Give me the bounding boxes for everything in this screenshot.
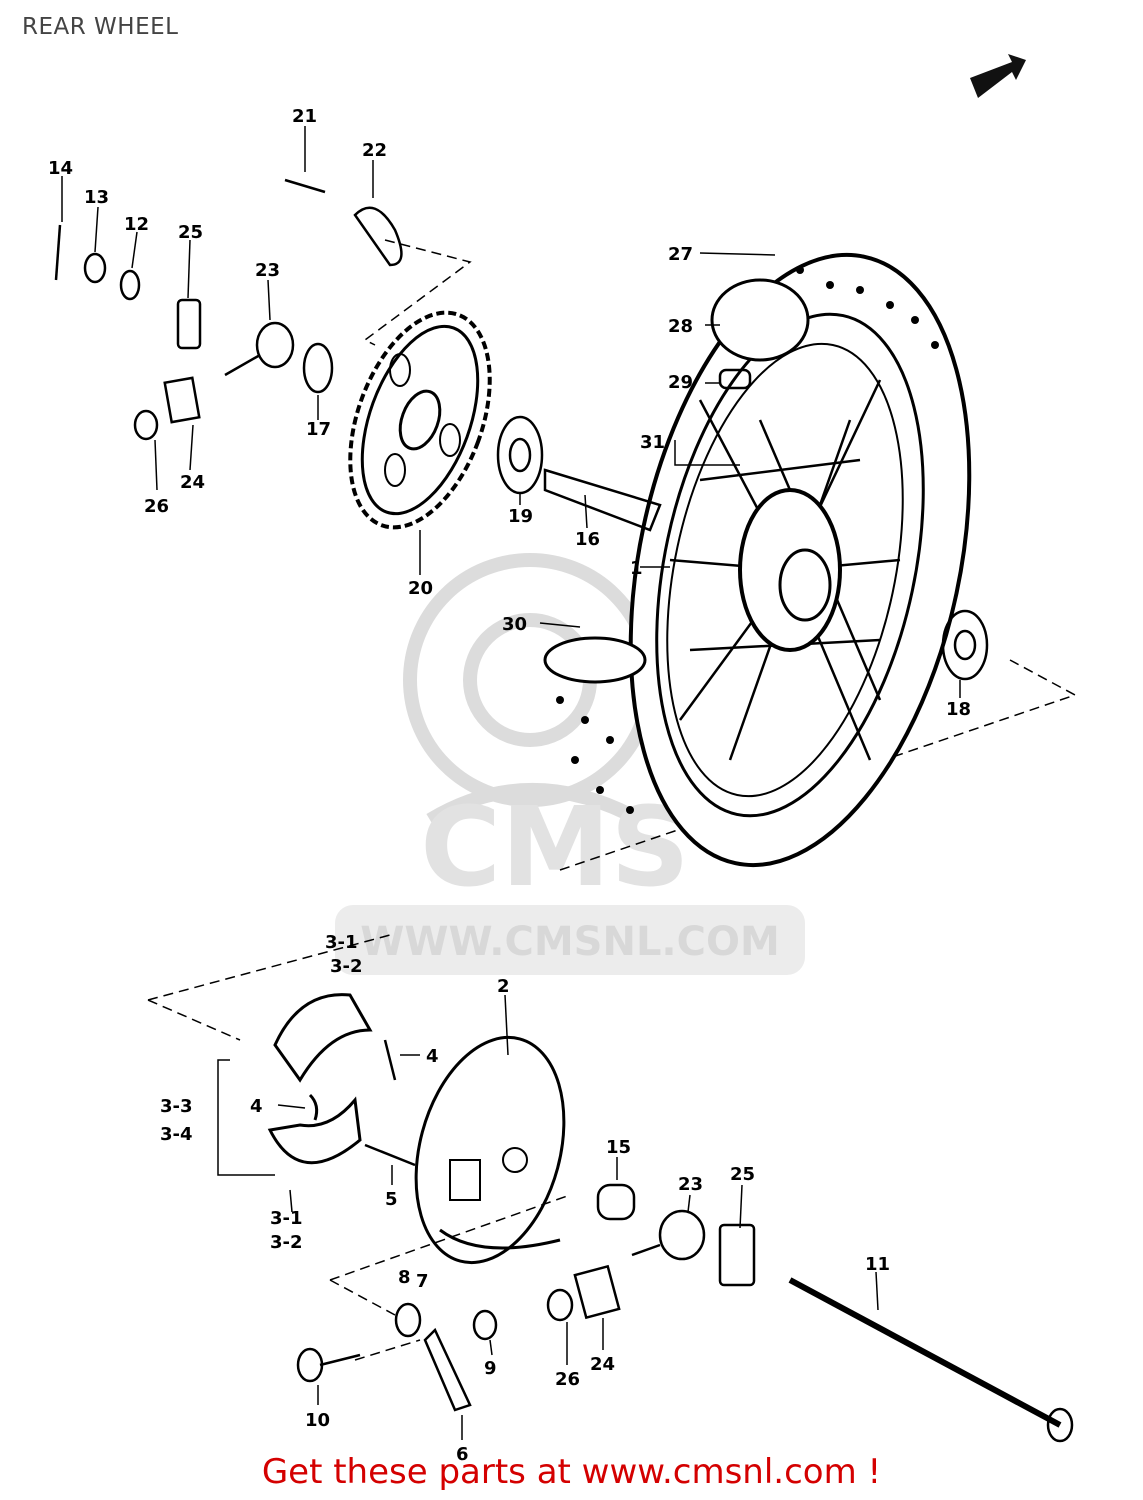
part-label: 3-2 — [330, 956, 363, 977]
part-label: 23 — [678, 1174, 703, 1195]
part-label: 23 — [255, 260, 280, 281]
watermark: CMS WWW.CMSNL.COM — [335, 553, 805, 975]
direction-arrow-icon — [970, 54, 1026, 98]
part-label: 3-1 — [325, 932, 358, 953]
part-label: 3-3 — [160, 1096, 193, 1117]
small-parts — [54, 178, 1074, 1443]
part-label: 19 — [508, 506, 533, 527]
footer-link-text[interactable]: Get these parts at www.cmsnl.com ! — [261, 1452, 882, 1492]
part-label: 21 — [292, 106, 317, 127]
part-label: 27 — [668, 244, 693, 265]
part-label: 26 — [555, 1369, 580, 1390]
leader-lines — [61, 126, 961, 1440]
part-label: 14 — [48, 158, 73, 179]
part-label: 24 — [590, 1354, 615, 1375]
part-label: 16 — [575, 529, 600, 550]
part-label: 3-1 — [270, 1208, 303, 1229]
part-label: 20 — [408, 578, 433, 599]
part-label: 8 — [398, 1267, 411, 1288]
part-label: 24 — [180, 472, 205, 493]
part-label: 2 — [497, 976, 510, 997]
part-label: 18 — [946, 699, 971, 720]
sprocket — [348, 310, 492, 530]
part-label: 3-4 — [160, 1124, 193, 1145]
part-label: 13 — [84, 187, 109, 208]
part-labels: 1 2 3-1 3-2 3-3 3-4 3-1 3-2 4 4 5 6 8 7 … — [48, 106, 971, 1465]
part-label: 25 — [178, 222, 203, 243]
part-label: 29 — [668, 372, 693, 393]
part-label: 1 — [630, 558, 643, 579]
watermark-logo: CMS — [420, 783, 689, 911]
part-label: 7 — [416, 1271, 429, 1292]
part-label: 9 — [484, 1358, 497, 1379]
brake-shoes — [267, 993, 373, 1165]
brake-panel — [414, 1035, 566, 1265]
part-label: 12 — [124, 214, 149, 235]
part-label: 28 — [668, 316, 693, 337]
page-title: REAR WHEEL — [22, 14, 179, 40]
part-label: 6 — [456, 1444, 469, 1465]
part-label: 22 — [362, 140, 387, 161]
watermark-text: WWW.CMSNL.COM — [360, 919, 780, 965]
part-label: 30 — [502, 614, 527, 635]
part-label: 25 — [730, 1164, 755, 1185]
part-label: 4 — [426, 1046, 439, 1067]
cms-logo-watermark — [403, 553, 657, 827]
part-label: 15 — [606, 1137, 631, 1158]
part-label: 26 — [144, 496, 169, 517]
part-label: 31 — [640, 432, 665, 453]
part-label: 4 — [250, 1096, 263, 1117]
part-label: 11 — [865, 1254, 890, 1275]
part-label: 5 — [385, 1189, 398, 1210]
part-label: 3-2 — [270, 1232, 303, 1253]
rear-wheel-assembly — [543, 252, 972, 868]
part-label: 17 — [306, 419, 331, 440]
part-label: 10 — [305, 1410, 330, 1431]
